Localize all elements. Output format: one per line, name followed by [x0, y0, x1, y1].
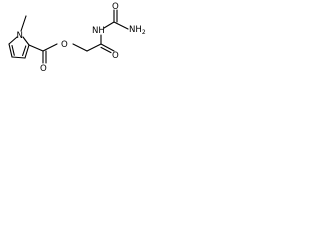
- atom-o-ester: O: [61, 40, 68, 50]
- bond-n-methyl: [20, 15, 27, 32]
- bond-nh-ureacarbon: [103, 21, 115, 29]
- atom-o-carbonyl-1: O: [40, 64, 47, 74]
- bond-c4-c5-double: [22, 45, 27, 57]
- bond-urea-nh2: [113, 21, 129, 30]
- bond-c3-c4: [11, 56, 26, 59]
- structure-diagram: N O O NH O O NH2: [8, 2, 146, 74]
- atom-nh2: NH2: [129, 25, 146, 36]
- atom-nh2-subscript: 2: [142, 29, 146, 36]
- bond-ch2-carbonyl: [86, 43, 102, 52]
- ester-group: [28, 43, 88, 64]
- pyrrole-ring: [8, 36, 30, 59]
- atom-nh: NH: [92, 26, 105, 36]
- bond-amide-carbonyl-right-double: [100, 46, 112, 54]
- atom-nh2-main: NH: [129, 25, 142, 35]
- bond-ring-carbonyl: [28, 44, 44, 52]
- bond-amide-carbonyl-right: [100, 43, 115, 52]
- bond-c2-c3-double: [11, 44, 15, 56]
- atom-o-carbonyl-3: O: [112, 2, 119, 12]
- bond-c4-c5: [24, 44, 30, 59]
- atom-o-carbonyl-2: O: [112, 51, 119, 61]
- bond-n-c2: [8, 36, 18, 45]
- atom-n-ring: N: [17, 31, 23, 41]
- bond-c2-c3: [8, 43, 13, 58]
- amide-group: [86, 34, 115, 54]
- urea-group: [103, 9, 129, 30]
- bond-carbonyl-oester: [42, 43, 58, 52]
- bond-c5-n: [22, 36, 30, 46]
- bond-oester-ch2: [72, 43, 88, 52]
